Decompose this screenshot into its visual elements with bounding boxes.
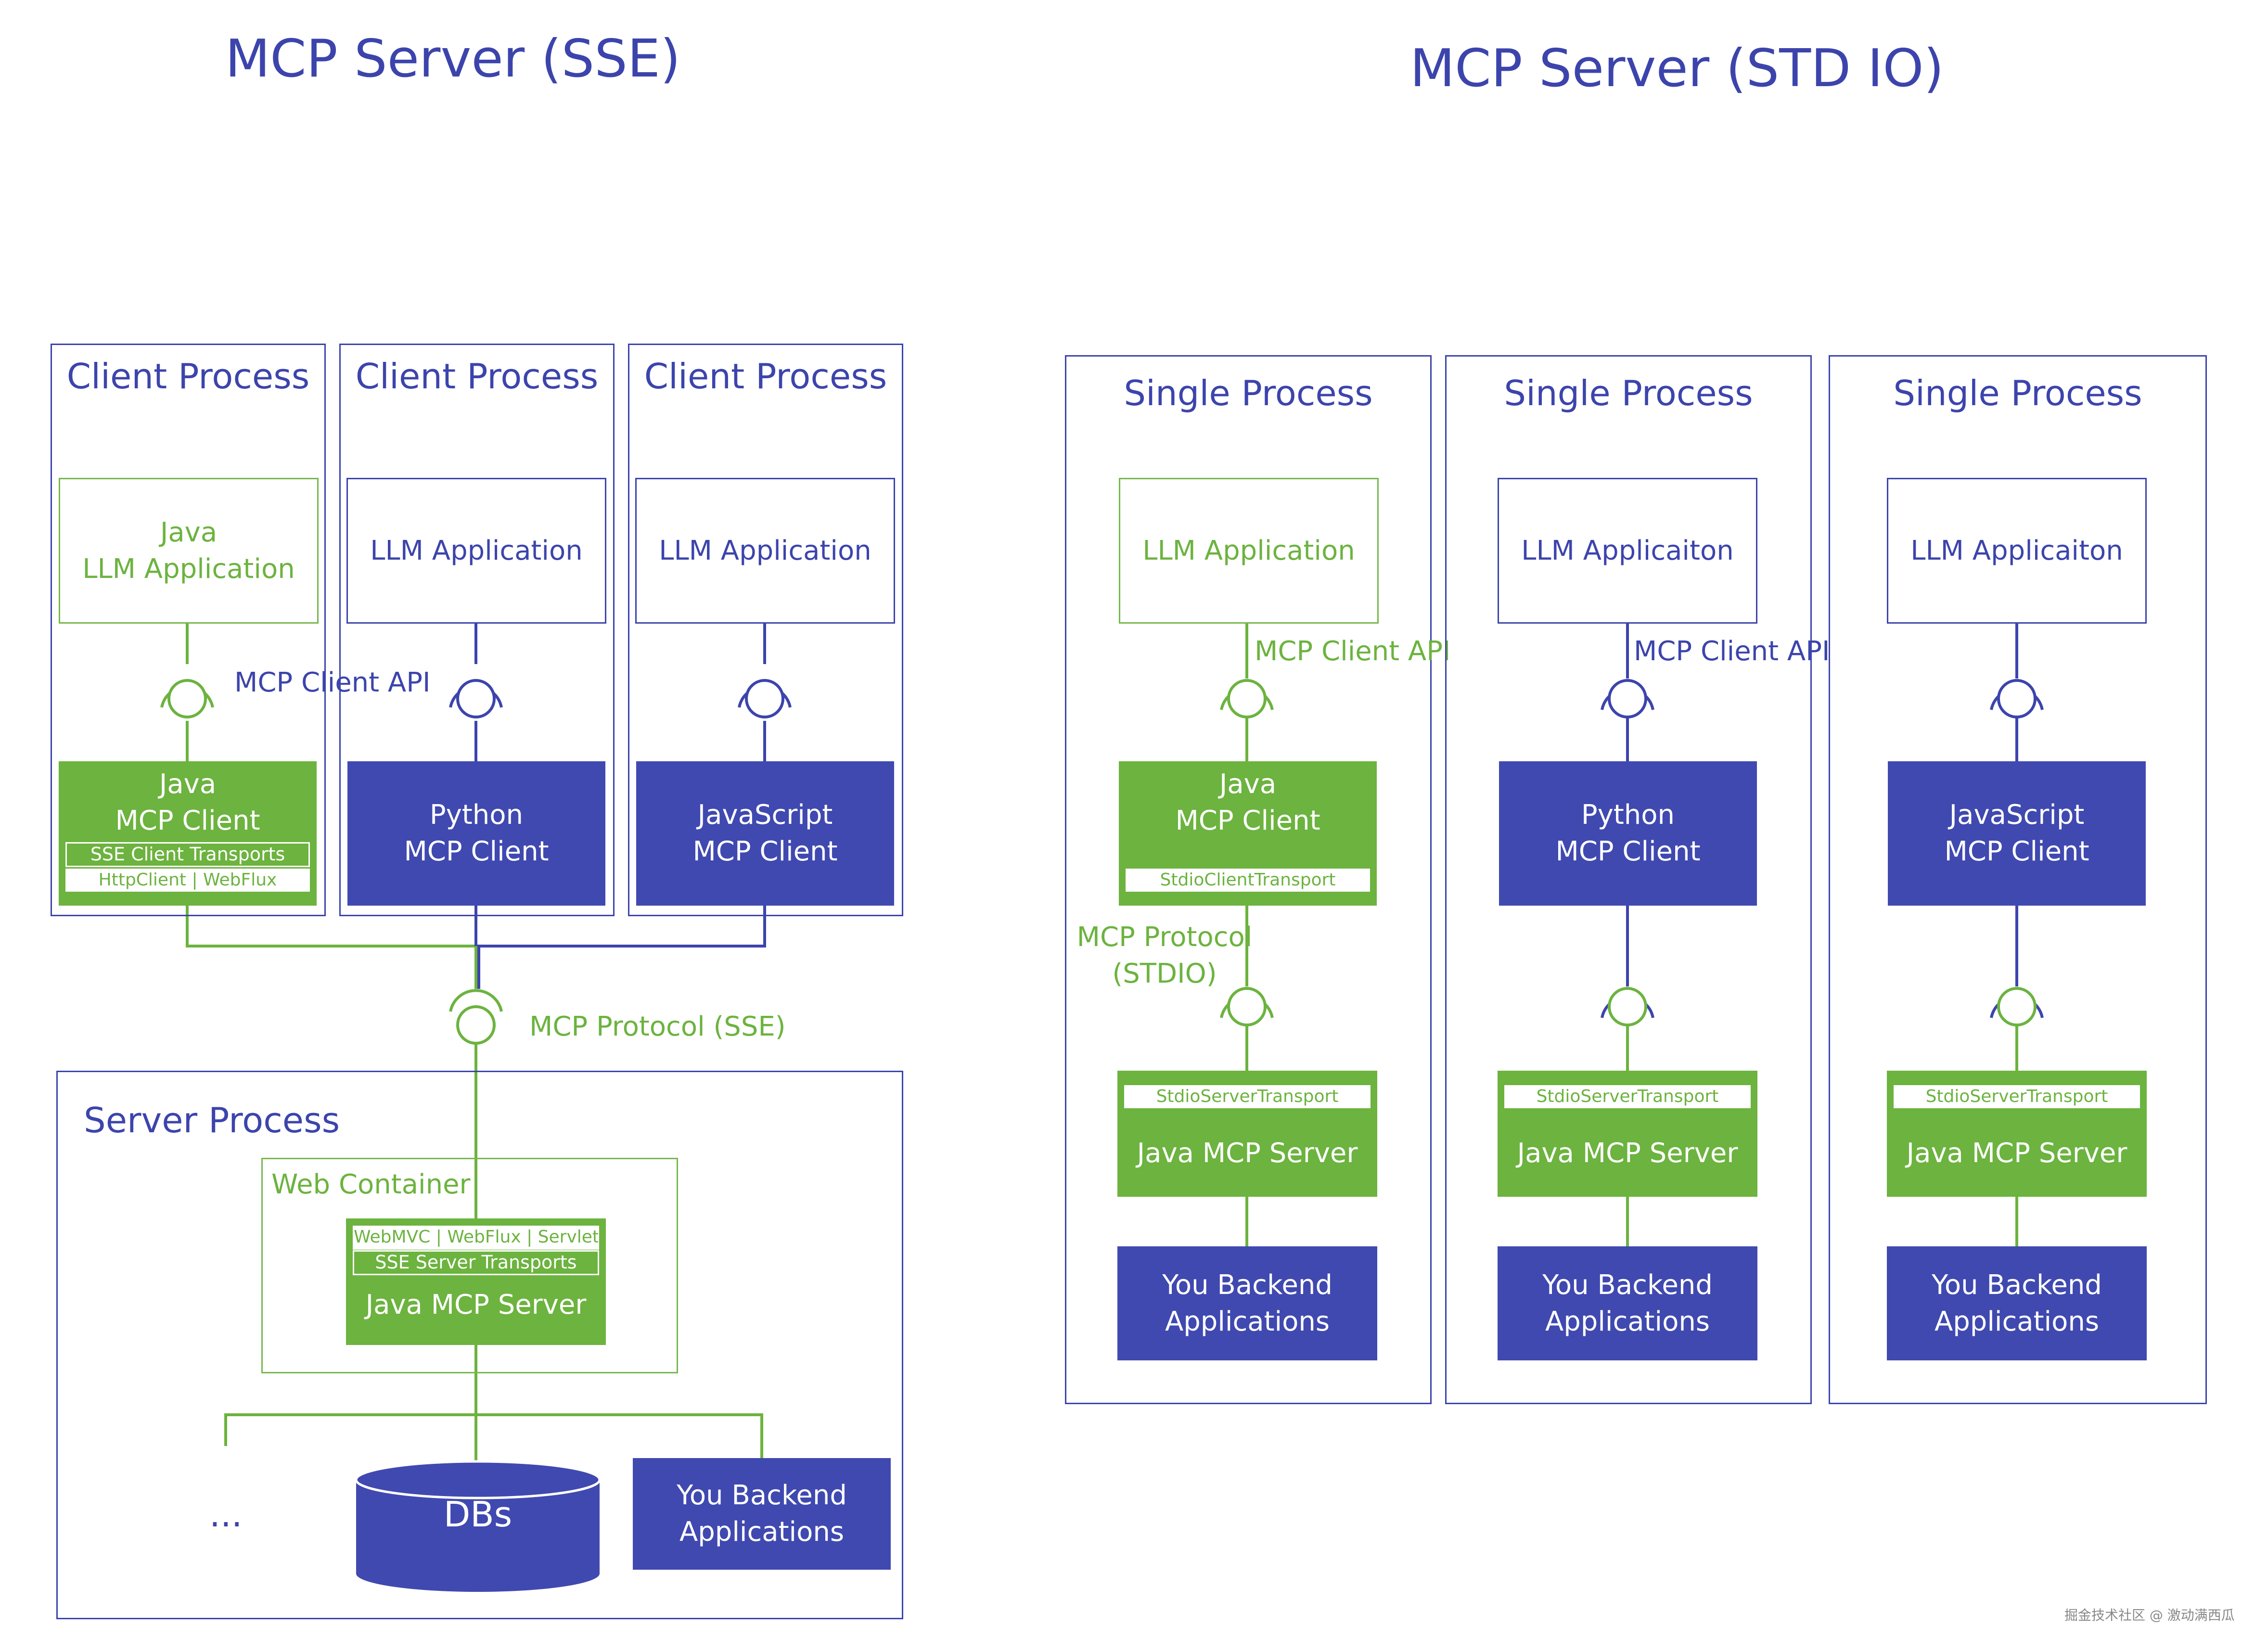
more-backends-ellipsis: ... [209,1494,243,1535]
httpclient-webflux-strip: HttpClient | WebFlux [65,869,310,892]
llm-application-3: LLM Application [635,478,895,624]
javascript-mcp-client: JavaScript MCP Client [636,761,894,906]
stdio-llm-application-2: LLM Applicaiton [1498,478,1757,624]
python-mcp-client: Python MCP Client [347,761,605,906]
single-process-1-label: Single Process [1124,373,1373,413]
stdio-python-mcp-client: Python MCP Client [1499,761,1757,906]
stdio-backend-applications-3: You Backend Applications [1887,1246,2147,1360]
stdio-title: MCP Server (STD IO) [1410,38,1944,99]
stdio-mcp-client-api-2: MCP Client API [1634,636,1830,667]
client-process-2-label: Client Process [355,356,599,397]
server-process [56,1071,903,1619]
llm-application-2: LLM Application [346,478,606,624]
webmvc-webflux-servlet-strip: WebMVC | WebFlux | Servlet [353,1226,599,1250]
single-process-1 [1065,355,1432,1404]
stdio-java-mcp-client-label: Java MCP Client [1175,768,1320,836]
stdio-backend-applications-1: You Backend Applications [1117,1246,1377,1360]
dbs-label: DBs [443,1494,512,1535]
db-cylinder [355,1460,601,1592]
client-process-3-label: Client Process [644,356,887,397]
stdio-llm-application-1: LLM Application [1119,478,1379,624]
client-process-1-label: Client Process [66,356,310,397]
sse-server-transports-strip: SSE Server Transports [353,1250,599,1275]
java-llm-application: Java LLM Application [59,478,319,624]
sse-title: MCP Server (SSE) [225,29,681,89]
stdio-server-transport-strip-1: StdioServerTransport [1124,1085,1371,1108]
stdio-java-mcp-server-1-label: Java MCP Server [1137,1138,1358,1169]
single-process-3 [1829,355,2207,1404]
stdio-backend-applications-2: You Backend Applications [1498,1246,1757,1360]
mcp-protocol-stdio-label: MCP Protocol (STDIO) [1076,922,1253,989]
single-process-2-label: Single Process [1504,373,1753,413]
stdio-server-transport-strip-3: StdioServerTransport [1894,1085,2140,1108]
stdio-client-transport-strip: StdioClientTransport [1126,869,1370,892]
sse-client-transports-strip: SSE Client Transports [65,842,310,867]
java-mcp-server-sse-label: Java MCP Server [365,1289,587,1321]
backend-applications-sse: You Backend Applications [633,1458,891,1570]
stdio-javascript-mcp-client: JavaScript MCP Client [1888,761,2146,906]
client-process-1 [51,344,326,916]
stdio-mcp-client-api-1: MCP Client API [1255,636,1451,667]
stdio-llm-application-3: LLM Applicaiton [1887,478,2147,624]
web-container-label: Web Container [271,1169,471,1200]
single-process-2 [1445,355,1812,1404]
mcp-client-api-label: MCP Client API [234,667,431,698]
watermark: 掘金技术社区 @ 激动满西瓜 [2064,1607,2235,1623]
web-container [261,1158,678,1373]
java-mcp-client-label: Java MCP Client [115,768,260,836]
server-process-label: Server Process [84,1100,340,1140]
single-process-3-label: Single Process [1893,373,2142,413]
stdio-java-mcp-server-3-label: Java MCP Server [1906,1138,2127,1169]
stdio-java-mcp-server-2-label: Java MCP Server [1517,1138,1738,1169]
client-process-3 [628,344,903,916]
client-process-2 [339,344,615,916]
mcp-protocol-sse-label: MCP Protocol (SSE) [529,1011,786,1042]
stdio-server-transport-strip-2: StdioServerTransport [1504,1085,1751,1108]
